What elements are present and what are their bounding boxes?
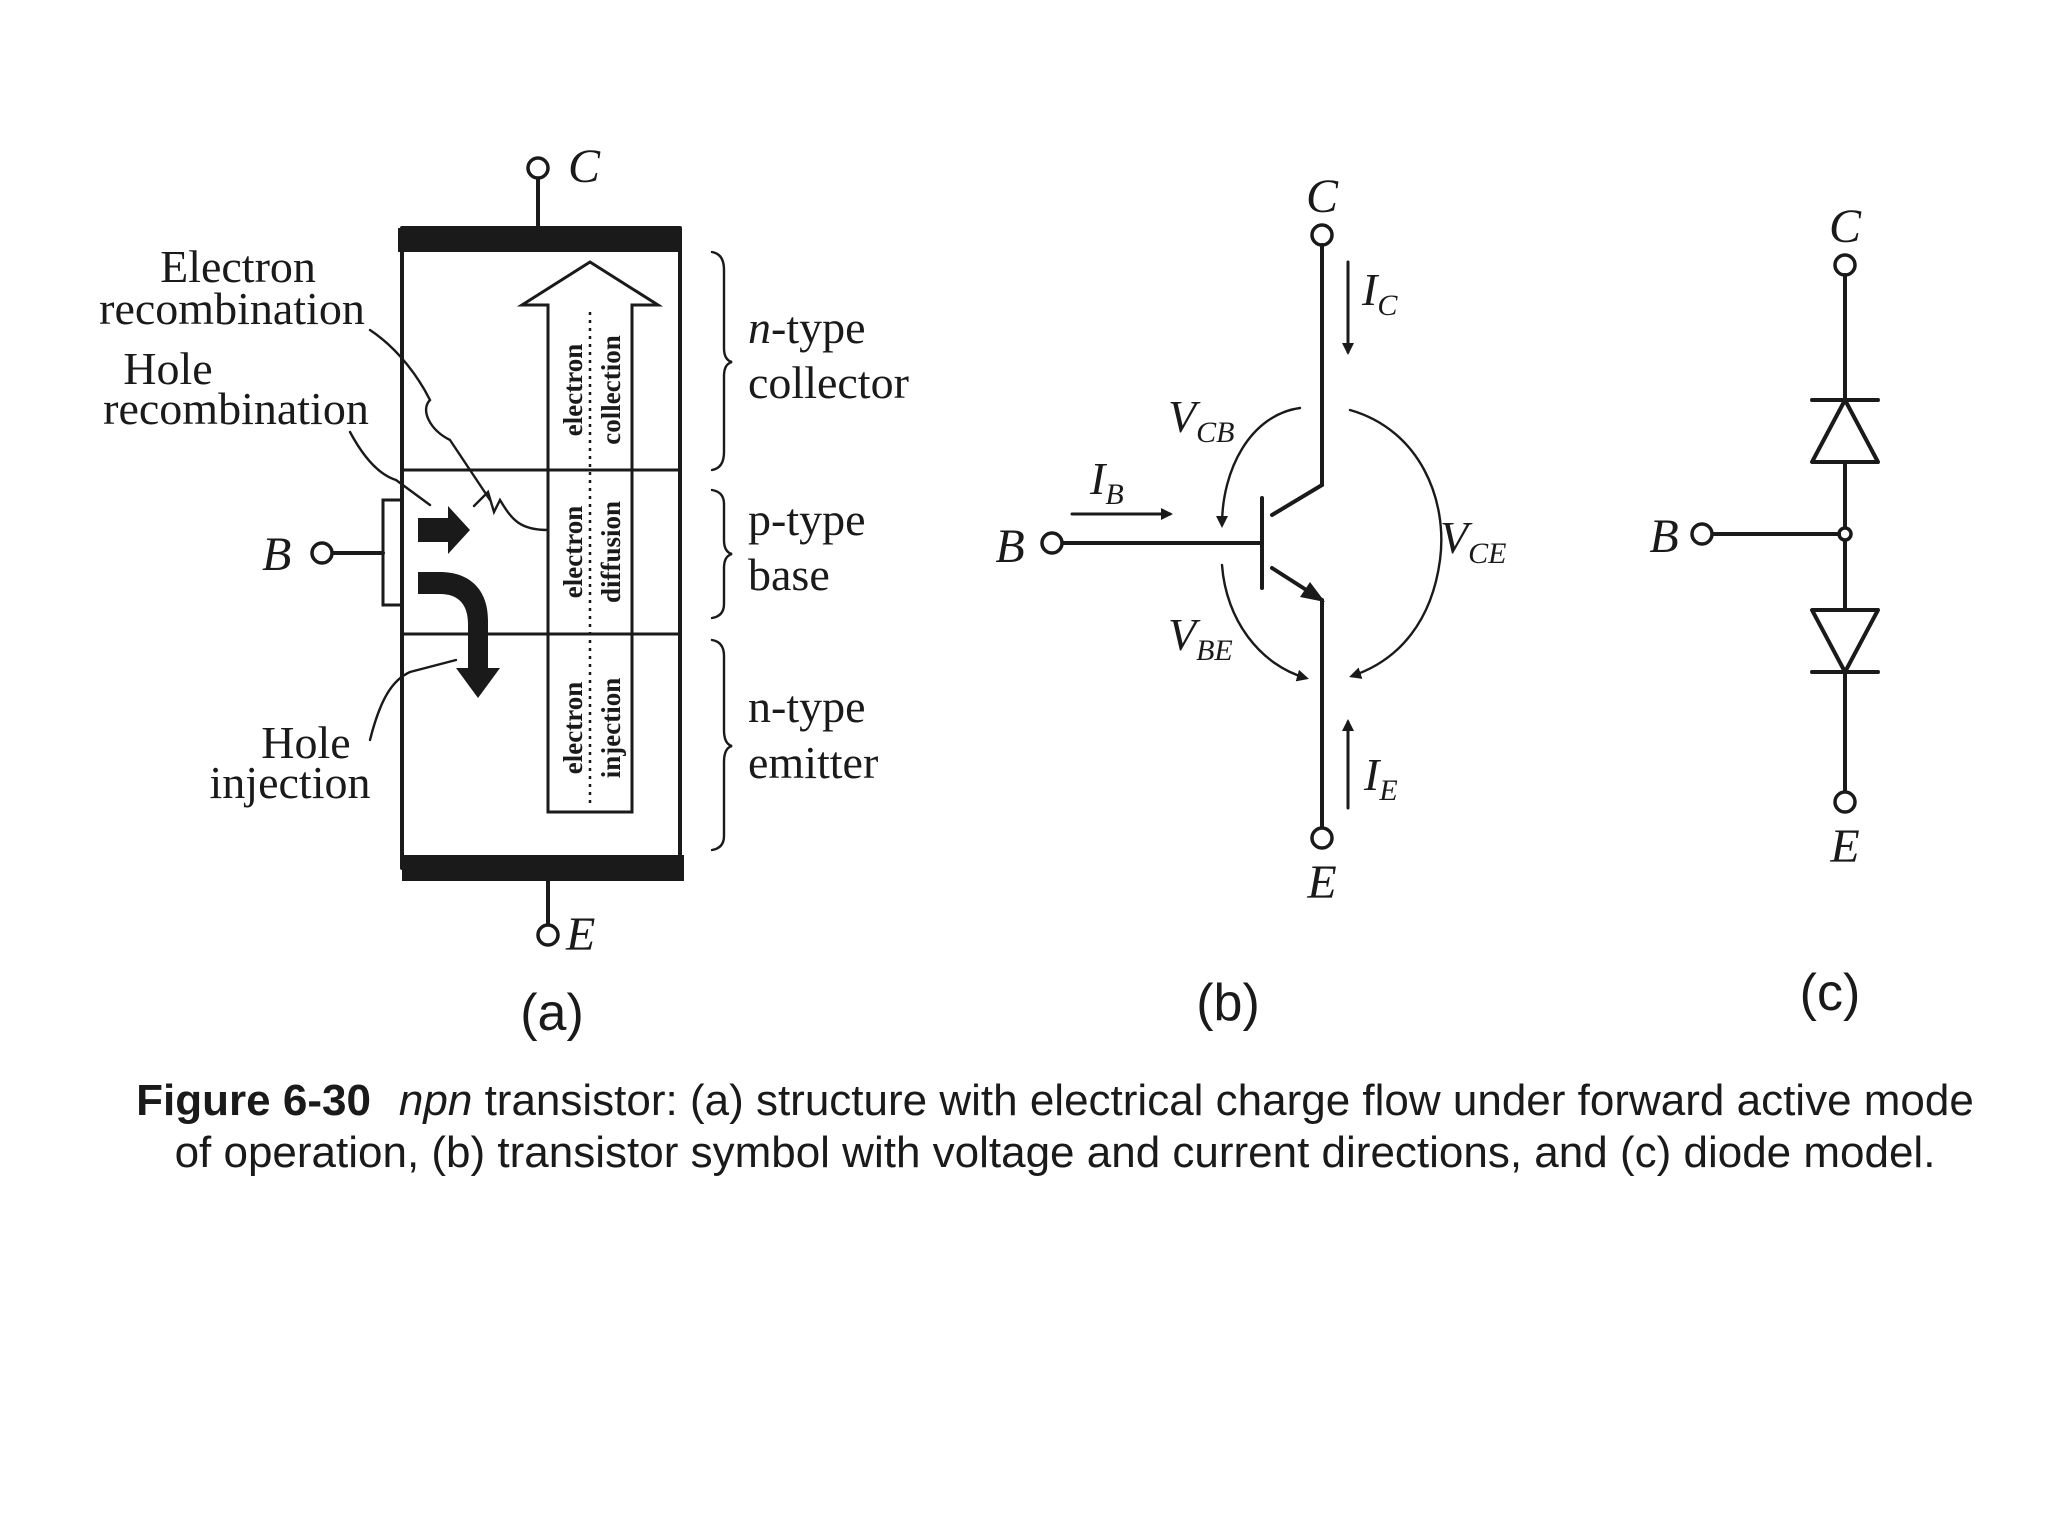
emitter-terminal <box>536 923 560 947</box>
flow-diffusion-line2: diffusion <box>596 501 626 603</box>
vcb-subscript: CB <box>1196 416 1234 449</box>
vce-arc <box>1348 408 1443 679</box>
collector-brace <box>710 250 733 472</box>
caption-text: transistor: (a) structure with electrica… <box>174 1076 1974 1177</box>
caption-npn: npn <box>398 1076 473 1125</box>
vbe-arc <box>1220 563 1309 682</box>
terminal-e-label-b: E <box>1306 856 1336 909</box>
hole-injection-arrow <box>418 572 500 698</box>
emitter-contact <box>402 855 684 881</box>
base-contact <box>381 498 404 607</box>
collector-type: n-type <box>748 302 866 353</box>
collector-type-text: -type <box>771 302 866 353</box>
collector-name: collector <box>748 357 909 408</box>
hole-injection-line1: Hole <box>261 717 350 768</box>
hole-injection-leader <box>368 658 458 742</box>
hole-recombination-line2: recombination <box>103 383 369 434</box>
flow-diffusion-line1: electron <box>558 506 588 598</box>
collector-terminal-b <box>1310 223 1334 247</box>
terminal-e-label-a: E <box>565 908 595 961</box>
hole-recombination-line1: Hole <box>123 343 212 394</box>
hole-recombination-arrow <box>418 506 470 554</box>
figure-number: Figure 6-30 <box>136 1076 371 1125</box>
electron-recombination-line1: Electron <box>160 241 316 292</box>
upper-diode-triangle <box>1810 398 1880 464</box>
flow-collection-line2: collection <box>596 335 626 444</box>
terminal-b-label-c: B <box>1649 510 1678 563</box>
collector-contact <box>398 228 680 252</box>
ic-symbol: I <box>1361 264 1380 315</box>
electron-flow-arrow <box>516 260 664 814</box>
panel-a-label: (a) <box>520 984 584 1042</box>
flow-injection-line2: injection <box>596 678 626 779</box>
base-terminal-b <box>1040 531 1064 555</box>
electron-recombination-leader <box>368 328 492 502</box>
ib-label: IB <box>1089 453 1124 511</box>
vbe-label: VBE <box>1168 609 1233 667</box>
ic-label: IC <box>1361 264 1398 322</box>
vce-label: VCE <box>1440 512 1506 570</box>
terminal-b-label-a: B <box>262 528 291 581</box>
figure-caption: Figure 6-30 npn transistor: (a) structure… <box>115 1075 1995 1179</box>
terminal-c-label-a: C <box>568 140 601 193</box>
collector-terminal-c <box>1833 253 1857 277</box>
emitter-terminal-c <box>1833 790 1857 814</box>
device-body <box>400 226 682 870</box>
emitter-type: n-type <box>748 681 866 732</box>
vce-subscript: CE <box>1468 537 1506 570</box>
ib-symbol: I <box>1089 453 1108 504</box>
panel-c-label: (c) <box>1800 964 1861 1022</box>
hole-recombination-leader <box>348 430 432 507</box>
hole-injection-line2: injection <box>210 757 371 808</box>
panel-b-symbol: C B E IC IB IE VCB VBE VCE (b) <box>995 170 1506 1032</box>
flow-collection-line1: electron <box>558 344 588 436</box>
base-terminal-c <box>1690 522 1714 546</box>
flow-injection-line1: electron <box>558 682 588 774</box>
vcb-arc <box>1216 406 1302 528</box>
emitter-name: emitter <box>748 737 878 788</box>
vcb-label: VCB <box>1168 391 1234 449</box>
base-brace <box>710 488 733 620</box>
ie-symbol: I <box>1363 749 1382 800</box>
vbe-subscript: BE <box>1196 634 1233 667</box>
emitter-brace <box>710 638 733 852</box>
collector-terminal <box>526 156 550 180</box>
emitter-arrowhead <box>1300 582 1325 602</box>
collector-lead-b <box>1270 483 1324 517</box>
terminal-e-label-c: E <box>1829 820 1859 873</box>
vce-symbol: V <box>1440 512 1473 563</box>
ib-subscript: B <box>1105 478 1123 511</box>
terminal-c-label-c: C <box>1829 200 1862 253</box>
ie-subscript: E <box>1378 774 1397 807</box>
base-terminal <box>310 541 334 565</box>
ie-label: IE <box>1363 749 1398 807</box>
terminal-c-label-b: C <box>1306 170 1339 223</box>
electron-recombination-line2: recombination <box>99 283 365 334</box>
ic-subscript: C <box>1377 289 1398 322</box>
lower-diode-triangle <box>1810 608 1880 674</box>
terminal-b-label-b: B <box>995 520 1024 573</box>
panel-b-label: (b) <box>1196 974 1260 1032</box>
base-name: base <box>748 549 830 600</box>
panel-c-diode-model: C B E (c) <box>1649 200 1880 1022</box>
vbe-symbol: V <box>1168 609 1201 660</box>
vcb-symbol: V <box>1168 391 1201 442</box>
emitter-terminal-b <box>1310 826 1334 850</box>
base-type: p-type <box>748 494 866 545</box>
panel-a-structure: C E B electron collection electron diffu… <box>99 140 909 1042</box>
electron-recombination-path <box>472 489 550 532</box>
